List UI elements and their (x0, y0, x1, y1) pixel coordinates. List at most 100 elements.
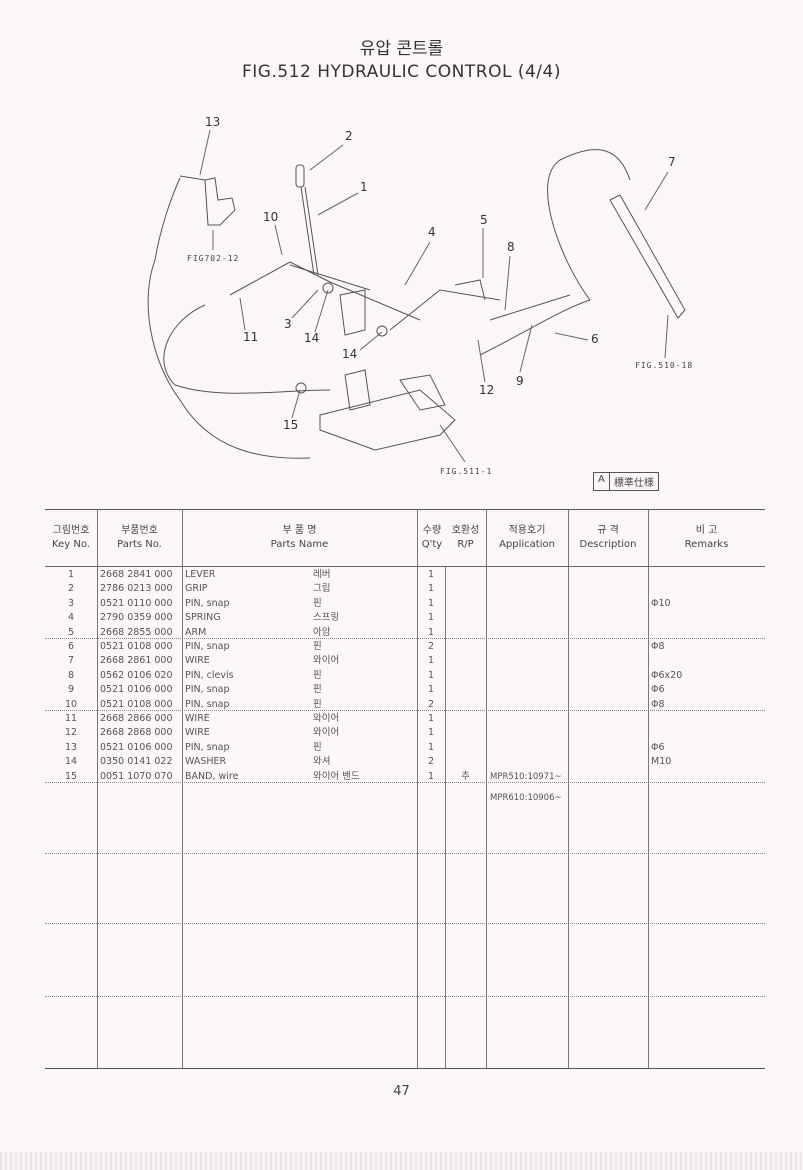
name-ko-cell: 와이어 밴드 (313, 770, 360, 782)
key-cell: 6 (67, 641, 75, 652)
callout-11: 11 (243, 330, 259, 344)
group-divider (45, 782, 765, 783)
callout-6: 6 (591, 332, 599, 346)
name-cell: PIN, snap (185, 741, 230, 753)
rp-cell (445, 698, 486, 712)
callout-15: 15 (283, 418, 299, 432)
rp-cell (445, 741, 486, 755)
name-cell: PIN, snap (185, 684, 230, 696)
name-cell: WIRE (185, 727, 210, 739)
header-en: Description (579, 539, 637, 550)
part-cell: 0521 0108 000 (100, 698, 173, 710)
callout-14b: 14 (342, 347, 358, 361)
app-cell: MPR510:10971~ (490, 771, 562, 782)
group-divider (45, 638, 765, 639)
key-cell: 8 (67, 669, 75, 681)
col-divider (182, 510, 183, 1068)
arm-bracket-top-left (179, 175, 236, 226)
key-cell: 14 (64, 756, 78, 768)
header-ko: 그림번호 (52, 525, 90, 536)
rp-cell (445, 597, 486, 611)
qty-cell: 1 (427, 626, 435, 638)
rp-cell (445, 626, 486, 640)
qty-cell: 1 (427, 741, 435, 753)
app-cell (490, 683, 570, 697)
part-cell: 2786 0213 000 (100, 583, 173, 595)
desc-cell: Φ10 (651, 597, 671, 609)
key-cell: 15 (64, 770, 78, 782)
desc-cell (651, 568, 731, 582)
qty-cell: 1 (427, 727, 435, 739)
app-cell (490, 640, 570, 654)
rp-cell: 추 (461, 770, 470, 782)
name-cell: BAND, wire (185, 770, 239, 782)
desc-cell: Φ6x20 (651, 669, 683, 681)
name-ko-cell: 핀 (313, 597, 322, 609)
key-cell: 9 (67, 684, 75, 696)
desc-cell (651, 726, 731, 740)
page-number: 47 (393, 1084, 410, 1099)
app-cell (490, 611, 570, 625)
name-ko-cell: 레버 (313, 569, 331, 580)
part-cell: 0521 0106 000 (100, 741, 173, 753)
header-en: Key No. (52, 539, 90, 550)
callout-9: 9 (516, 374, 524, 388)
ref-fig702-12: FIG702-12 (187, 254, 240, 263)
callout-8: 8 (507, 240, 515, 254)
name-ko-cell: 핀 (313, 698, 322, 710)
name-cell: SPRING (185, 612, 221, 624)
name-ko-cell: 와셔 (313, 756, 331, 768)
part-cell: 0562 0106 020 (100, 669, 173, 681)
name-cell: PIN, snap (185, 641, 230, 652)
name-ko-cell: 와이어 (313, 713, 340, 724)
bracket-plate (319, 289, 456, 451)
desc-cell: M10 (651, 756, 672, 768)
rp-cell (445, 726, 486, 740)
name-cell: PIN, snap (185, 597, 230, 609)
header-en: Parts Name (270, 539, 329, 550)
col-divider (445, 566, 446, 1068)
part-cell: 2668 2841 000 (100, 569, 173, 580)
callout-1: 1 (360, 180, 368, 194)
key-cell: 7 (67, 655, 75, 667)
exploded-diagram (147, 129, 686, 463)
header-divider (45, 566, 765, 567)
wire-cables (147, 149, 631, 459)
key-cell: 12 (64, 727, 78, 739)
app-cell (490, 755, 570, 769)
qty-cell: 1 (427, 713, 435, 724)
group-divider (45, 923, 765, 924)
desc-cell: Φ6 (651, 684, 665, 696)
part-cell: 0521 0106 000 (100, 684, 173, 696)
app-cell (490, 741, 570, 755)
desc-cell: Φ6 (651, 741, 665, 753)
name-cell: GRIP (185, 583, 208, 595)
app-cell (490, 712, 570, 726)
part-cell: 2668 2855 000 (100, 626, 173, 638)
name-cell: PIN, snap (185, 698, 230, 710)
name-ko-cell: 와이어 (313, 727, 340, 739)
qty-cell: 1 (427, 655, 435, 667)
rp-cell (445, 640, 486, 654)
rp-cell (445, 654, 486, 668)
app-cell (490, 654, 570, 668)
header-en: R/P (457, 539, 474, 550)
col-divider (417, 510, 418, 1068)
qty-cell: 1 (427, 569, 435, 580)
desc-cell (651, 626, 731, 640)
header-en: Q'ty (421, 539, 443, 550)
callout-4: 4 (428, 225, 436, 239)
name-ko-cell: 핀 (313, 641, 322, 652)
desc-cell (651, 611, 731, 625)
name-ko-cell: 아암 (313, 626, 331, 638)
name-cell: PIN, clevis (185, 669, 234, 681)
part-cell: 0051 1070 070 (100, 770, 173, 782)
header-ko: 비 고 (695, 525, 718, 536)
rp-cell (445, 683, 486, 697)
qty-cell: 1 (427, 583, 435, 595)
leader-lines (199, 129, 669, 463)
key-cell: 3 (67, 597, 75, 609)
ref-fig511-1: FIG.511-1 (440, 467, 493, 476)
